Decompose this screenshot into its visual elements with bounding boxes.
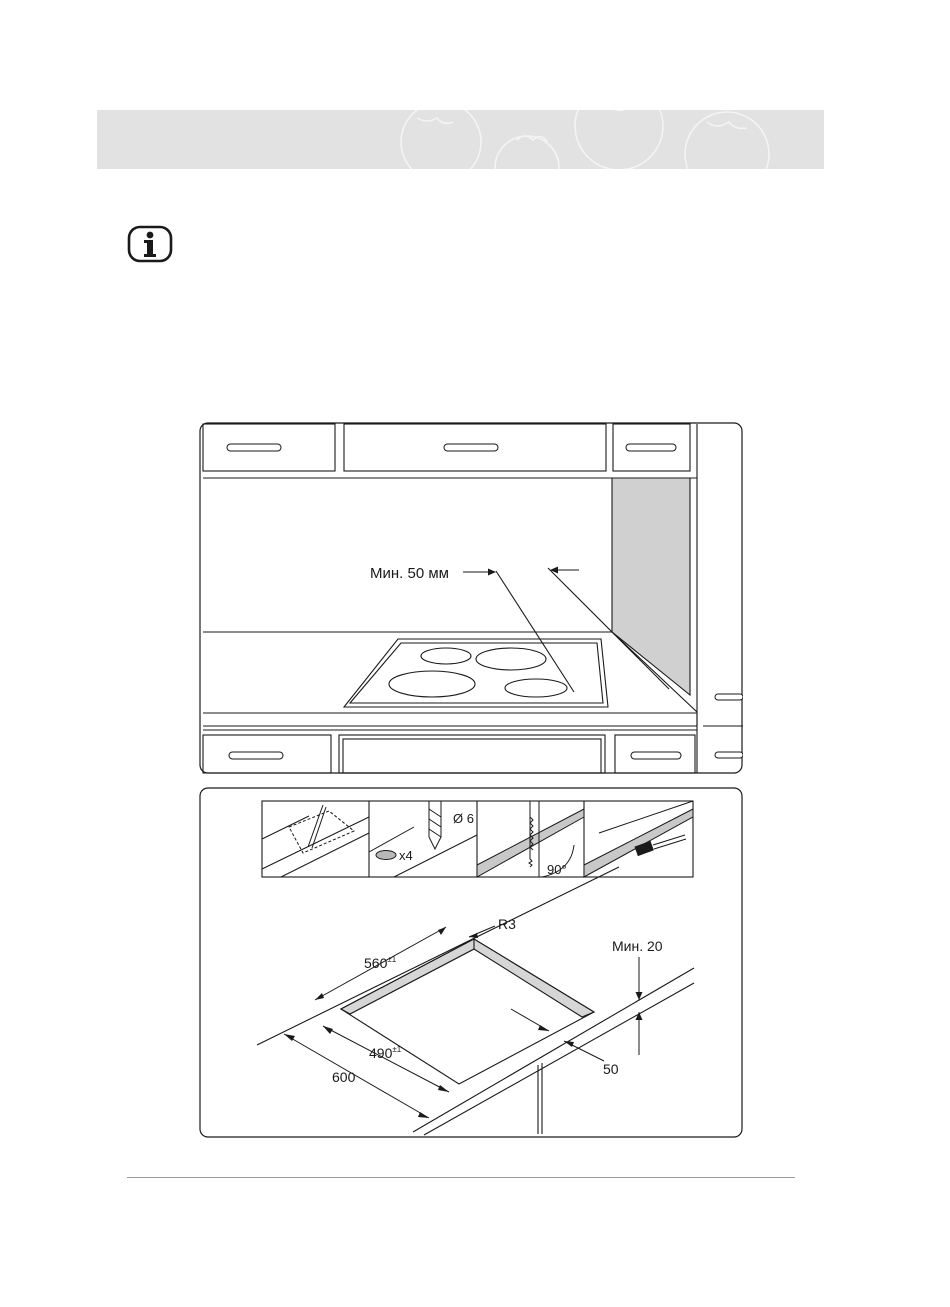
step-diameter-label: Ø 6 xyxy=(453,811,474,826)
step-count-label: x4 xyxy=(399,848,413,863)
worktop-depth-label: 600 xyxy=(332,1069,356,1085)
front-offset-label: 50 xyxy=(603,1061,619,1077)
info-icon xyxy=(127,225,173,263)
min-thickness-label: Мин. 20 xyxy=(612,938,663,954)
corner-radius-label: R3 xyxy=(498,916,516,932)
step-angle-label: 90° xyxy=(547,862,567,877)
min-clearance-label: Мин. 50 мм xyxy=(370,565,449,582)
tomato-decoration xyxy=(97,110,824,169)
cutout-dimensions-figure: Ø 6 x4 90° xyxy=(199,787,743,1138)
header-band xyxy=(97,110,824,169)
footer-rule xyxy=(127,1177,795,1178)
kitchen-clearance-figure: Мин. 50 мм xyxy=(199,422,743,774)
installation-steps: Ø 6 x4 90° xyxy=(262,801,693,877)
